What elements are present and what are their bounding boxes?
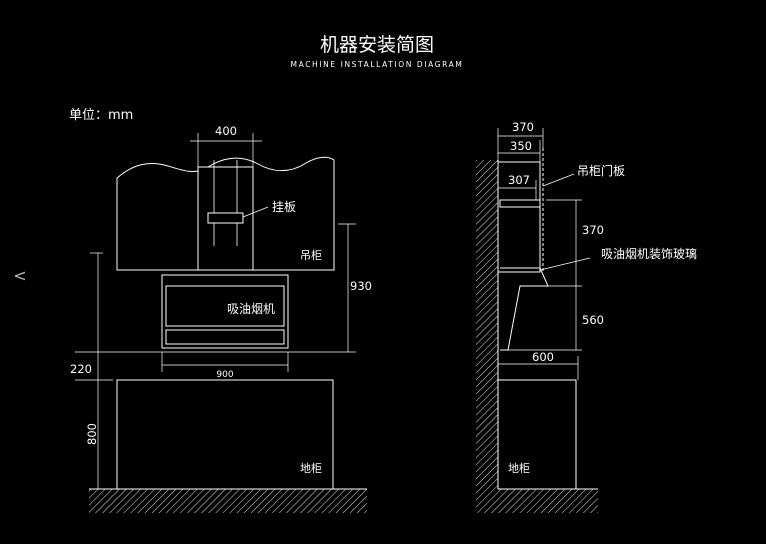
diagram-title: 机器安装简图 (320, 34, 434, 56)
front-dim-900: 900 (216, 370, 233, 380)
front-bracket-plate (207, 212, 244, 224)
front-base-cabinet-label: 地柜 (300, 462, 322, 475)
side-hood-glass (500, 267, 549, 351)
side-floor (498, 489, 598, 513)
side-dim-307: 307 (508, 173, 530, 187)
front-dim-800: 800 (85, 423, 99, 445)
front-hood-label: 吸油烟机 (227, 302, 275, 316)
side-base-cabinet-label: 地柜 (508, 462, 530, 475)
front-wall-cabinet (116, 156, 335, 271)
side-view: 吊柜门板 吸油烟机装饰玻璃 370 350 307 370 560 600 地柜 (476, 120, 697, 513)
side-dim-560: 560 (582, 313, 604, 327)
unit-label: 单位：mm (69, 108, 133, 123)
front-dim-400: 400 (215, 124, 237, 138)
bracket-label: 挂板 (272, 200, 296, 214)
side-dim-350: 350 (510, 139, 532, 153)
prev-arrow-icon[interactable]: < (13, 266, 26, 285)
door-panel-label: 吊柜门板 (577, 163, 625, 178)
front-base-cabinet (116, 379, 334, 490)
side-dim-370-top: 370 (512, 120, 534, 134)
front-hood-outer (161, 274, 289, 349)
side-dim-370-right: 370 (582, 223, 604, 237)
side-base-cabinet (497, 379, 577, 490)
front-wall-cabinet-label: 吊柜 (300, 249, 322, 262)
front-floor (89, 489, 367, 513)
front-view: 吊柜 挂板 400 930 吸油烟机 900 (70, 124, 372, 513)
glass-label: 吸油烟机装饰玻璃 (601, 247, 697, 261)
diagram-subtitle: MACHINE INSTALLATION DIAGRAM (291, 60, 464, 69)
side-wall (476, 160, 498, 513)
side-dim-600: 600 (532, 350, 554, 364)
front-dim-930: 930 (350, 279, 372, 293)
front-dim-220: 220 (70, 362, 92, 376)
side-hood-top (499, 199, 541, 208)
